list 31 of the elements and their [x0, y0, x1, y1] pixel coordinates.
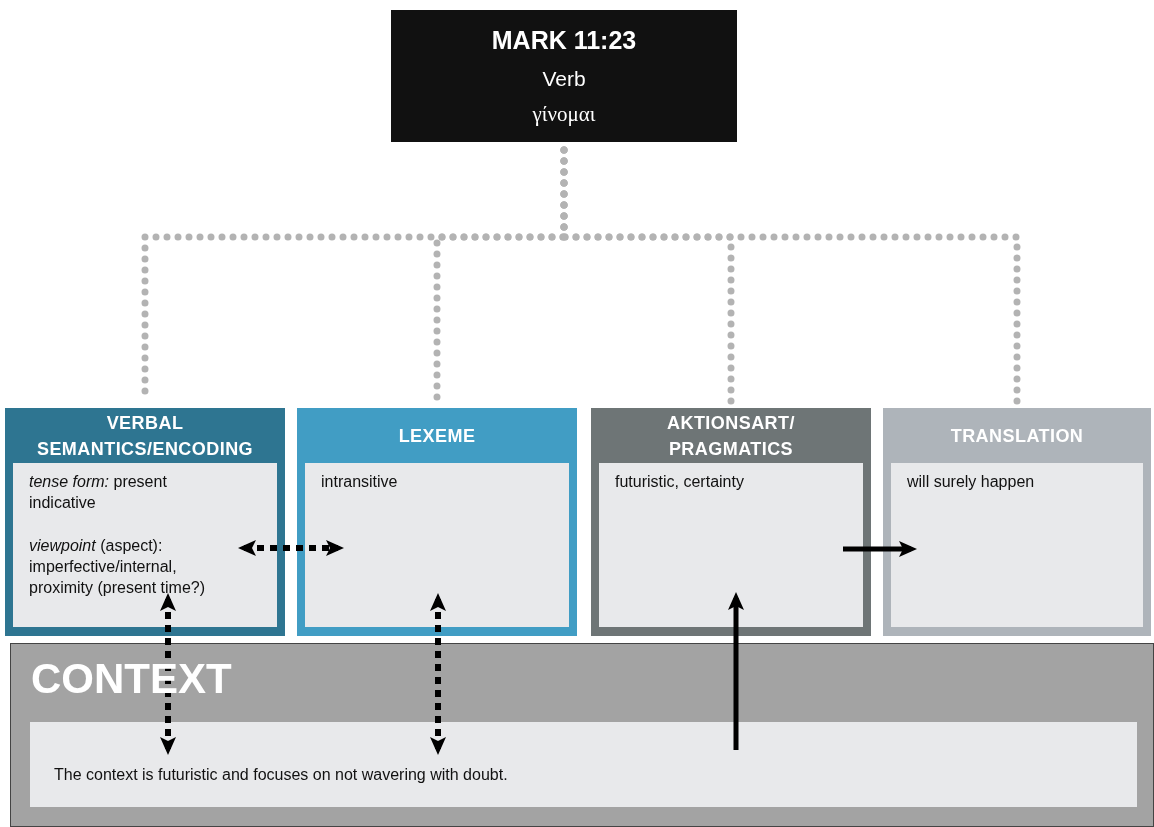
title: MARK 11:23	[491, 24, 637, 56]
column-heading: VERBAL SEMANTICS/ENCODING	[35, 411, 255, 461]
body-text: viewpoint (aspect): imperfective/internal, proximity (present time?)	[29, 536, 207, 598]
arrow	[160, 593, 176, 755]
content-panel	[30, 722, 1137, 807]
content-panel	[599, 463, 863, 627]
category-panel	[5, 408, 285, 636]
context-band	[10, 643, 1154, 827]
column-heading: LEXEME	[398, 424, 476, 448]
connector-line	[560, 146, 1021, 406]
content-panel	[305, 463, 569, 627]
category-panel	[591, 408, 871, 636]
title-box	[391, 10, 737, 142]
arrow	[430, 593, 446, 755]
content-panel	[891, 463, 1143, 627]
category-panel	[883, 408, 1151, 636]
content-panel	[13, 463, 277, 627]
body-text: will surely happen	[907, 472, 1036, 492]
body-text: futuristic, certainty	[615, 472, 745, 492]
column-heading: TRANSLATION	[950, 424, 1084, 448]
subtitle: Verb	[542, 66, 586, 93]
arrow	[728, 592, 744, 750]
category-panel	[297, 408, 577, 636]
body-text: tense form: present indicative	[29, 472, 168, 513]
arrow	[843, 541, 917, 557]
greek-word: γίνομαι	[532, 100, 596, 128]
body-text: The context is futuristic and focuses on not wavering with doubt.	[54, 765, 509, 785]
column-heading: AKTIONSART/ PRAGMATICS	[666, 411, 796, 461]
arrow	[238, 540, 344, 556]
section-heading: CONTEXT	[31, 655, 232, 702]
body-text: intransitive	[321, 472, 399, 492]
